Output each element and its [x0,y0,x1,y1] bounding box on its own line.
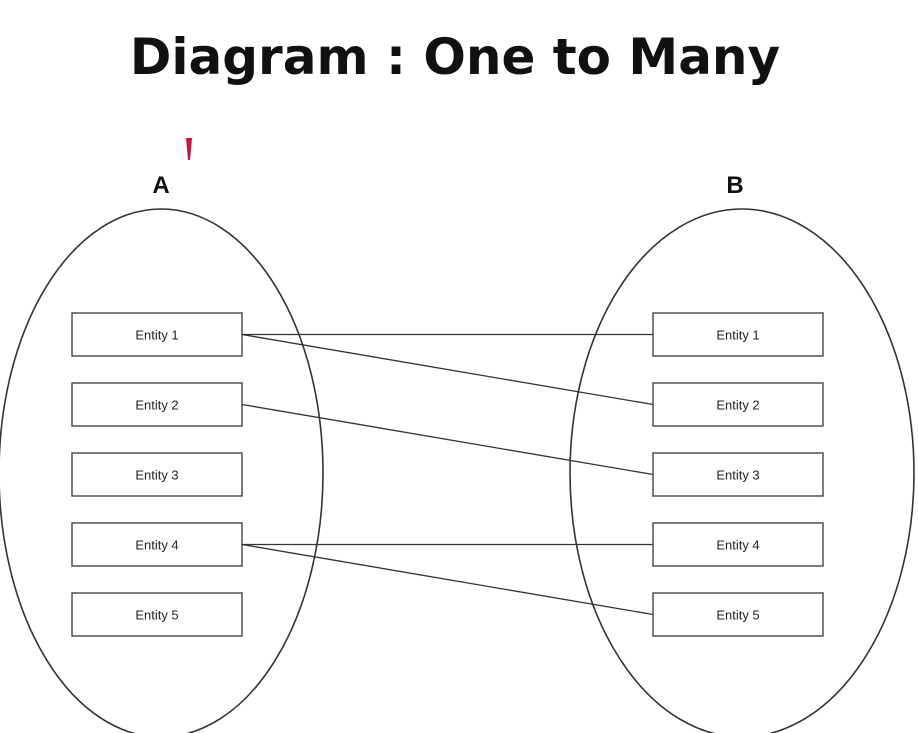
entity-box[interactable] [652,452,824,497]
cursor-marker-icon [186,138,192,160]
entity-box[interactable] [652,382,824,427]
relation-line [241,403,654,476]
entity-label: Entity 4 [135,538,178,553]
set-b-entity[interactable]: Entity 2 [652,382,824,427]
entity-box[interactable] [652,592,824,637]
entity-box[interactable] [71,522,243,567]
set-b-entity[interactable]: Entity 5 [652,592,824,637]
set-b-ellipse [569,208,915,733]
entity-label: Entity 1 [716,328,759,343]
set-a: A [0,172,324,733]
set-a-entity[interactable]: Entity 4 [71,522,243,567]
set-a-ellipse [0,208,324,733]
relation-lines [241,333,654,616]
set-a-entity[interactable]: Entity 3 [71,452,243,497]
entity-label: Entity 2 [716,398,759,413]
set-b-entity[interactable]: Entity 3 [652,452,824,497]
set-a-entity[interactable]: Entity 2 [71,382,243,427]
entity-box[interactable] [71,382,243,427]
set-a-label: A [152,172,169,199]
entity-box[interactable] [71,312,243,357]
entity-label: Entity 1 [135,328,178,343]
entity-label: Entity 5 [716,608,759,623]
set-a-entity[interactable]: Entity 1 [71,312,243,357]
relation-line [241,333,654,406]
entity-box[interactable] [652,312,824,357]
relation-line [241,543,654,616]
entity-label: Entity 3 [716,468,759,483]
set-b-label: B [726,172,743,199]
set-a-entities: Entity 1 Entity 2 Entity 3 Entity 4 Enti… [71,312,243,637]
set-b-entity[interactable]: Entity 1 [652,312,824,357]
set-b: B [569,172,915,733]
entity-box[interactable] [71,452,243,497]
entity-label: Entity 2 [135,398,178,413]
set-b-entities: Entity 1 Entity 2 Entity 3 Entity 4 Enti… [652,312,824,637]
entity-label: Entity 3 [135,468,178,483]
entity-label: Entity 4 [716,538,759,553]
set-a-entity[interactable]: Entity 5 [71,592,243,637]
entity-box[interactable] [652,522,824,567]
set-b-entity[interactable]: Entity 4 [652,522,824,567]
diagram-title: Diagram : One to Many [130,28,780,86]
entity-label: Entity 5 [135,608,178,623]
entity-box[interactable] [71,592,243,637]
